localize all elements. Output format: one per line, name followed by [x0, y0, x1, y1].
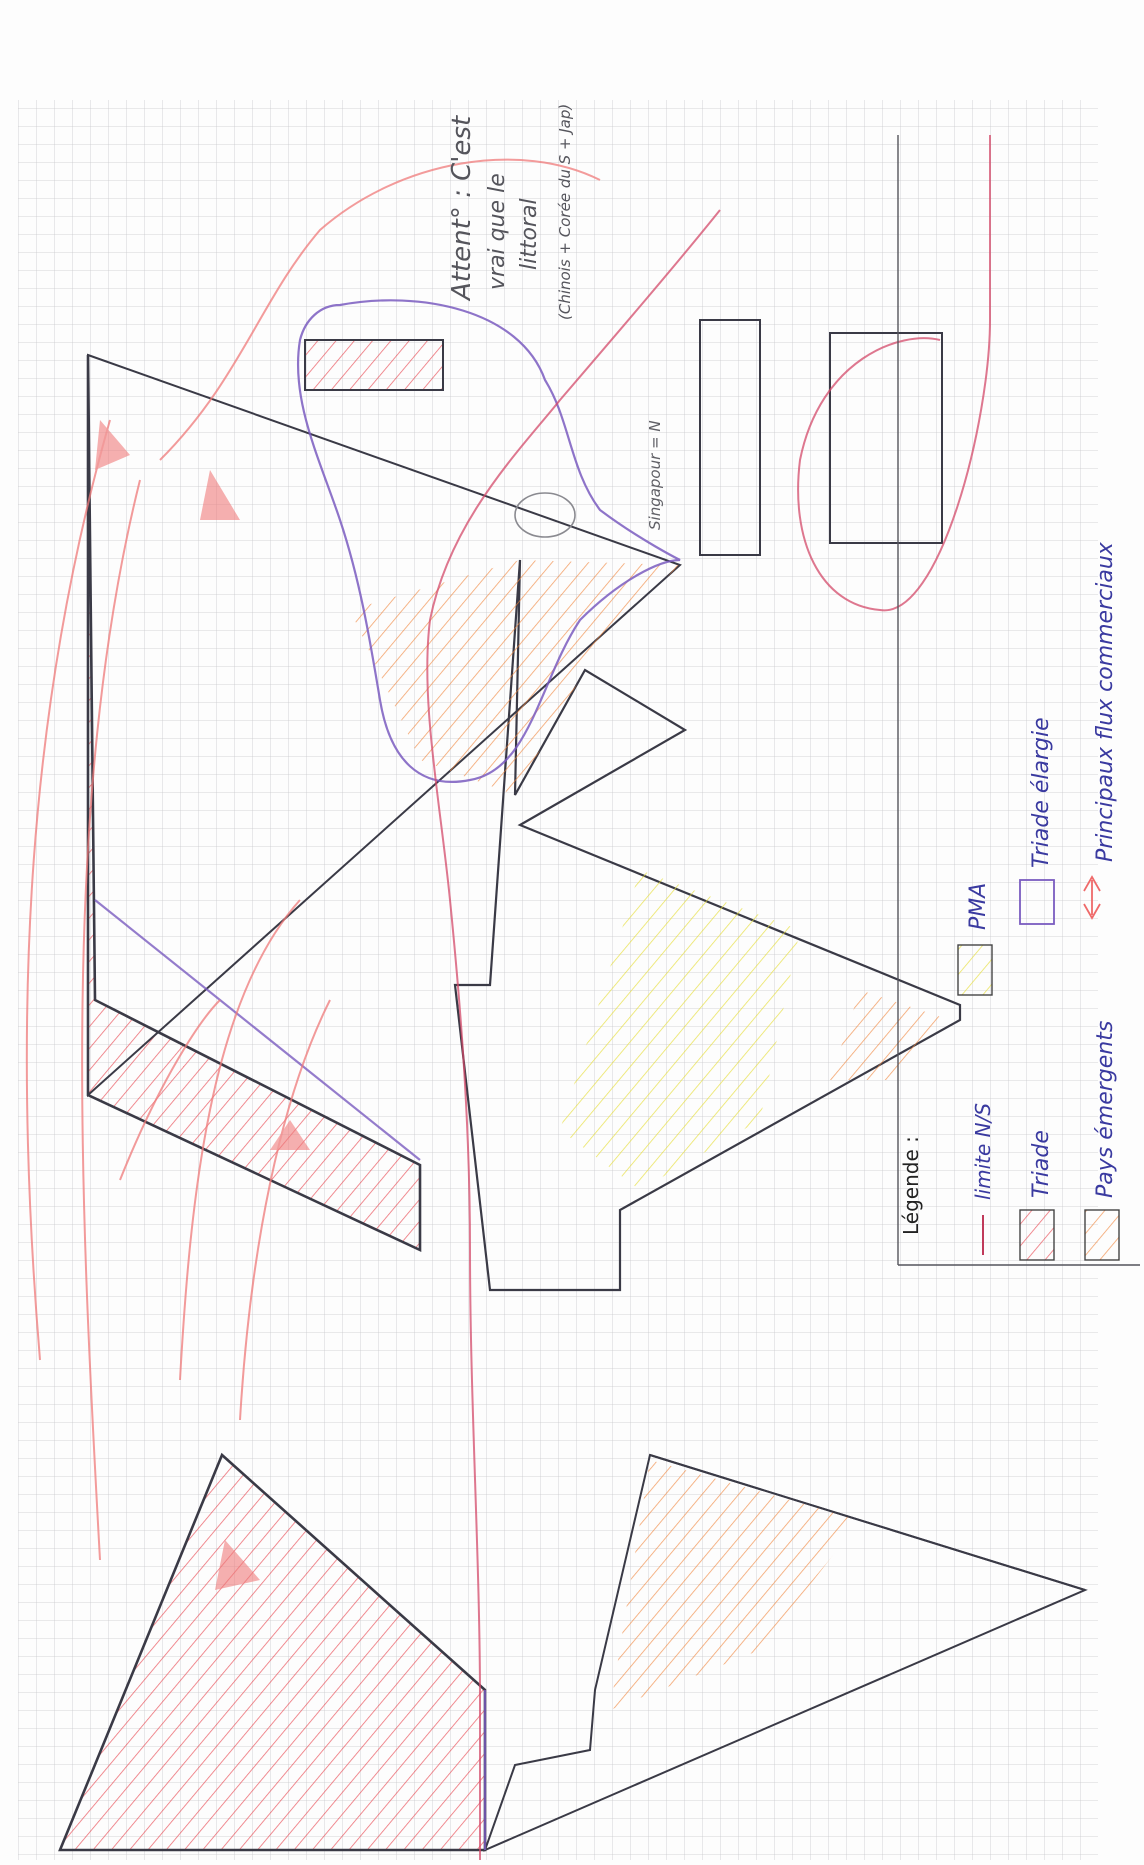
- legend-swatch-pma: [958, 945, 992, 995]
- legend-label-pma: PMA: [966, 883, 991, 930]
- legend-swatch-emergents: [1085, 1210, 1119, 1260]
- legend-label-triade-elargie: Triade élargie: [1029, 717, 1054, 868]
- annotation-line2: vrai que le: [485, 173, 510, 290]
- legend-label-limite: limite N/S: [971, 1103, 995, 1200]
- annotation-line3: littoral: [517, 198, 542, 270]
- annotation-note: (Chinois + Corée du S + Jap): [556, 104, 574, 320]
- legend-label-flux: Principaux flux commerciaux: [1093, 541, 1118, 862]
- region-japan: [305, 340, 443, 390]
- annotation-title: Attent° : C'est: [447, 115, 477, 302]
- legend-label-emergents: Pays émergents: [1093, 1021, 1118, 1198]
- legend-swatch-triade: [1020, 1210, 1054, 1260]
- singapore-label: Singapour = N: [646, 420, 664, 530]
- legend-label-triade: Triade: [1029, 1130, 1054, 1198]
- legend-title: Légende :: [899, 1136, 923, 1235]
